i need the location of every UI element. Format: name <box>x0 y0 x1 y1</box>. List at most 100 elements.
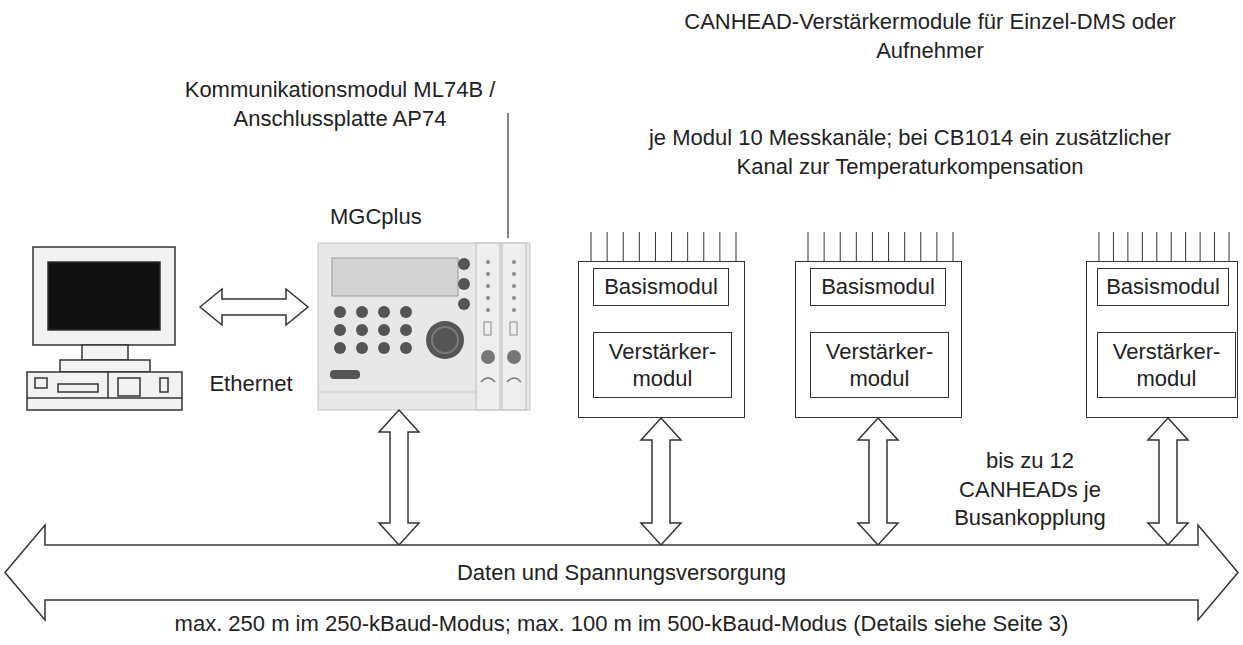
mgcplus-device-illustration <box>400 342 412 354</box>
mgcplus-device-illustration <box>507 350 521 364</box>
node-text: Verstärker- modul <box>600 338 725 393</box>
channel-wire <box>623 232 624 261</box>
computer-illustration <box>33 247 175 345</box>
channel-wire <box>840 232 841 261</box>
mgcplus-device-illustration <box>378 324 390 336</box>
mgcplus-device-illustration <box>318 243 530 410</box>
channel-wire <box>1142 232 1143 261</box>
mgcplus-device-illustration <box>356 324 368 336</box>
device-box: MGCplus <box>318 243 530 410</box>
amplifier-module-box: Verstärker- modul <box>1097 332 1236 398</box>
mgcplus-device-illustration <box>400 324 412 336</box>
mgcplus-device-illustration <box>481 350 495 364</box>
amplifier-module-box: Verstärker- modul <box>810 332 949 398</box>
canhead-module: BasismodulVerstärker- modul <box>1086 261 1238 418</box>
mgcplus-device-illustration <box>484 322 491 335</box>
mgcplus-device-illustration <box>334 306 346 318</box>
mgcplus-device-illustration <box>510 322 517 335</box>
computer-illustration <box>60 360 150 372</box>
mgcplus-device-illustration <box>378 306 390 318</box>
connection-label: Ethernet <box>196 370 306 399</box>
channel-wire <box>655 232 656 261</box>
leader-line <box>508 113 509 238</box>
amplifier-module-box: Verstärker- modul <box>593 332 732 398</box>
heading-label: CANHEAD-Verstärkermodule für Einzel-DMS … <box>630 8 1230 65</box>
bus-connector-arrow <box>1148 418 1188 545</box>
channel-wire <box>1156 232 1157 261</box>
channel-wire <box>607 232 608 261</box>
leader-line <box>507 113 508 238</box>
measurement-channel-wires <box>591 232 1229 261</box>
computer-illustration <box>27 372 182 410</box>
node-text: MGCplus <box>330 203 422 231</box>
caption-text: max. 250 m im 250-kBaud-Modus; max. 100 … <box>0 611 1243 637</box>
mgcplus-device-illustration <box>486 260 516 312</box>
channel-wire <box>1185 232 1186 261</box>
computer-illustration <box>82 345 128 360</box>
mgcplus-device-illustration <box>512 296 516 300</box>
bus-connector-arrow <box>858 418 898 545</box>
mgcplus-device-illustration <box>356 342 368 354</box>
mgcplus-device-illustration <box>486 260 490 264</box>
channel-wire <box>719 232 720 261</box>
mgcplus-device-illustration <box>334 306 412 354</box>
bus-connector-arrow <box>379 410 419 545</box>
node-text: Verstärker- modul <box>817 338 942 393</box>
mgcplus-device-illustration <box>378 342 390 354</box>
mgcplus-device-illustration <box>512 308 516 312</box>
computer-illustration <box>48 262 160 330</box>
mgcplus-device-illustration <box>400 306 412 318</box>
ethernet-arrow <box>200 289 308 325</box>
mgcplus-device-illustration <box>318 392 476 393</box>
mgcplus-device-illustration <box>334 342 346 354</box>
mgcplus-device-illustration <box>486 272 490 276</box>
channel-wire <box>953 232 954 261</box>
channel-wire <box>936 232 937 261</box>
node-text: Daten und Spannungsversorgung <box>457 559 786 587</box>
mgcplus-device-illustration <box>476 243 500 410</box>
channel-wire <box>824 232 825 261</box>
bus-arrow: Daten und Spannungsversorgung <box>5 545 1238 600</box>
base-module-box: Basismodul <box>1097 268 1229 306</box>
node-text: Basismodul <box>1106 273 1220 301</box>
channel-wire <box>1171 232 1172 261</box>
channel-wire <box>872 232 873 261</box>
node-text: Basismodul <box>821 273 935 301</box>
channel-wire <box>671 232 672 261</box>
mgcplus-device-illustration <box>486 308 490 312</box>
channel-wire <box>687 232 688 261</box>
computer-illustration <box>118 378 140 396</box>
channel-wire <box>591 232 592 261</box>
computer-illustration <box>27 397 182 399</box>
channel-wire <box>639 232 640 261</box>
channel-wire <box>904 232 905 261</box>
canhead-module: BasismodulVerstärker- modul <box>795 261 962 418</box>
mgcplus-device-illustration <box>332 258 458 296</box>
channel-wire <box>1200 232 1201 261</box>
base-module-box: Basismodul <box>593 268 729 306</box>
mgcplus-device-illustration <box>426 321 464 359</box>
computer-illustration <box>160 378 168 392</box>
ethernet-arrow <box>200 289 308 325</box>
mgcplus-device-illustration <box>432 327 458 353</box>
computer-illustration <box>35 378 47 388</box>
note-label: je Modul 10 Messkanäle; bei CB1014 ein z… <box>640 124 1180 181</box>
mgcplus-device-illustration <box>356 306 368 318</box>
channel-wire <box>1214 232 1215 261</box>
mgcplus-device-illustration <box>481 378 521 382</box>
mgcplus-device-illustration <box>512 272 516 276</box>
bus-connector-arrow <box>641 418 681 545</box>
mgcplus-device-illustration <box>512 284 516 288</box>
mgcplus-device-illustration <box>334 324 346 336</box>
channel-wire <box>888 232 889 261</box>
mgcplus-device-illustration <box>458 298 470 310</box>
mgcplus-device-illustration <box>458 258 470 270</box>
note-label: bis zu 12 CANHEADs je Busankopplung <box>950 447 1110 533</box>
channel-wire <box>1113 232 1114 261</box>
mgcplus-device-illustration <box>318 243 530 410</box>
channel-wire <box>808 232 809 261</box>
base-module-box: Basismodul <box>810 268 946 306</box>
mgcplus-device-illustration <box>502 243 526 410</box>
computer-illustration <box>58 384 98 392</box>
